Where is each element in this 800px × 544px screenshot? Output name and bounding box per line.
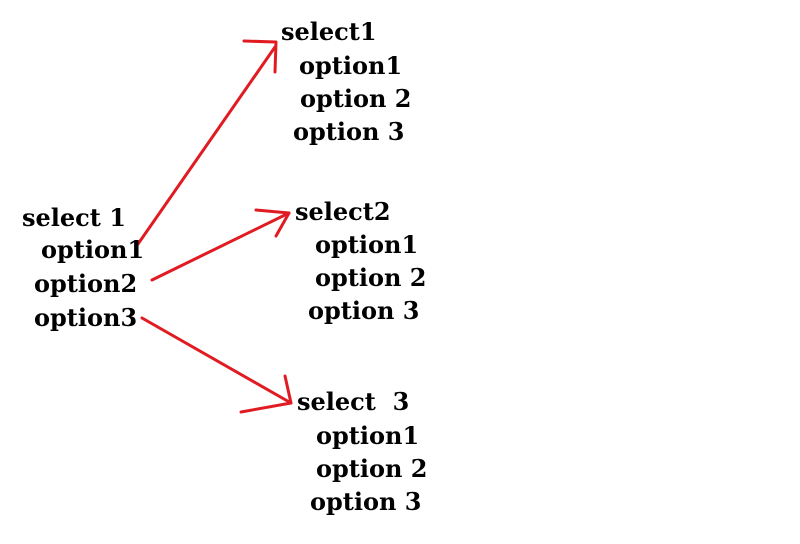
target-select-3-option-1: option1: [316, 421, 420, 450]
arrow-option3-to-select3: [140, 316, 293, 414]
arrow-option2-to-select2: [150, 208, 291, 282]
source-option-3: option3: [34, 303, 138, 332]
arrow-head: [239, 374, 293, 414]
target-select-2-option-2: option 2: [315, 263, 427, 292]
target-select-3-title: select 3: [297, 387, 410, 416]
arrow-head: [254, 208, 291, 238]
target-select-2-option-3: option 3: [308, 296, 420, 325]
target-select-3-option-3: option 3: [310, 487, 422, 516]
target-select-1-title: select1: [281, 17, 377, 46]
arrow-head: [242, 39, 278, 74]
target-select-1-option-2: option 2: [300, 84, 412, 113]
target-select-1-option-1: option1: [299, 51, 403, 80]
arrow-shaft: [140, 316, 293, 405]
target-select-3-option-2: option 2: [316, 454, 428, 483]
arrow-shaft: [150, 211, 291, 282]
arrow-option1-to-select1: [136, 39, 278, 246]
source-option-1: option1: [41, 235, 145, 264]
target-select-2-title: select2: [295, 197, 391, 226]
target-select-1-option-3: option 3: [293, 117, 405, 146]
target-select-2-option-1: option1: [315, 230, 419, 259]
arrow-shaft: [136, 45, 277, 246]
source-select-title: select 1: [22, 203, 126, 232]
source-option-2: option2: [34, 269, 138, 298]
